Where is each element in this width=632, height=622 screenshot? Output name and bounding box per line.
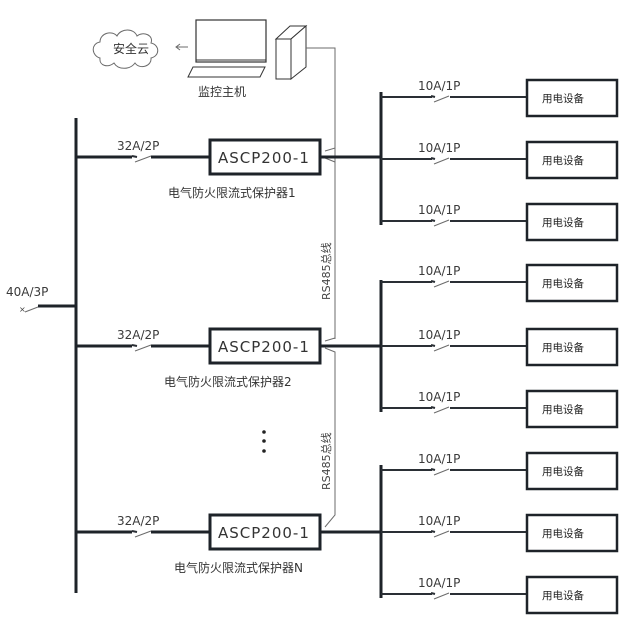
breaker-switch-icon: [433, 219, 450, 227]
device-label: 用电设备: [542, 589, 584, 602]
ellipsis-dots: [262, 430, 266, 453]
main-breaker-label: 40A/3P: [6, 285, 48, 299]
feeder-breaker-label: 32A/2P: [117, 328, 159, 342]
device-box: [525, 327, 619, 367]
svg-text:×: ×: [19, 305, 26, 314]
breaker-contact-icon: [430, 592, 436, 595]
protector-name: 电气防火限流式保护器1: [168, 185, 296, 200]
breaker-switch-icon: [433, 530, 450, 538]
computer-icon: [187, 19, 308, 81]
device-box: [525, 389, 619, 429]
breaker-switch-icon: [433, 592, 450, 600]
device-box: [525, 140, 619, 180]
protector-group: 32A/2PASCP200-1电气防火限流式保护器110A/1P用电设备10A/…: [76, 78, 619, 242]
branch-breaker-label: 10A/1P: [418, 576, 460, 590]
branch-breaker-label: 10A/1P: [418, 203, 460, 217]
branch-circuit: 10A/1P 用电设备: [381, 389, 619, 429]
device-label: 用电设备: [542, 216, 584, 229]
breaker-contact-icon: [131, 530, 138, 533]
branch-circuit: 10A/1P 用电设备: [381, 140, 619, 180]
breaker-contact-icon: [430, 468, 436, 471]
device-label: 用电设备: [542, 465, 584, 478]
device-box: [525, 575, 619, 615]
breaker-contact-icon: [430, 530, 436, 533]
breaker-contact-icon: [430, 95, 436, 98]
device-label: 用电设备: [542, 92, 584, 105]
breaker-contact-icon: [131, 155, 138, 158]
branch-breaker-label: 10A/1P: [418, 328, 460, 342]
device-label: 用电设备: [542, 154, 584, 167]
breaker-contact-icon: [430, 219, 436, 222]
branch-breaker-label: 10A/1P: [418, 141, 460, 155]
breaker-switch-icon: [433, 95, 450, 103]
rs485-bus-line: [306, 47, 336, 528]
branch-breaker-label: 10A/1P: [418, 514, 460, 528]
protector-model: ASCP200-1: [218, 338, 310, 356]
rs485-label-2: RS485总线: [319, 432, 333, 490]
protector-name: 电气防火限流式保护器N: [174, 560, 303, 575]
branch-circuit: 10A/1P 用电设备: [381, 513, 619, 553]
breaker-switch-icon: [134, 344, 152, 352]
branch-breaker-label: 10A/1P: [418, 79, 460, 93]
breaker-switch-icon: [433, 468, 450, 476]
arrow-icon: [175, 43, 188, 51]
branch-breaker-label: 10A/1P: [418, 390, 460, 404]
protector-group: 32A/2PASCP200-1电气防火限流式保护器N10A/1P用电设备10A/…: [76, 451, 619, 615]
device-label: 用电设备: [542, 527, 584, 540]
device-box: [525, 202, 619, 242]
breaker-switch-icon: [433, 406, 450, 414]
device-box: [525, 78, 619, 118]
branch-circuit: 10A/1P 用电设备: [381, 451, 619, 491]
device-label: 用电设备: [542, 403, 584, 416]
protector-group: 32A/2PASCP200-1电气防火限流式保护器210A/1P用电设备10A/…: [76, 263, 619, 429]
main-breaker-icon: ×: [19, 304, 76, 314]
feeder-breaker-label: 32A/2P: [117, 139, 159, 153]
breaker-contact-icon: [430, 157, 436, 160]
branch-circuit: 10A/1P 用电设备: [381, 327, 619, 367]
cloud-icon: [92, 29, 159, 69]
branch-circuit: 10A/1P 用电设备: [381, 202, 619, 242]
breaker-contact-icon: [430, 280, 436, 283]
breaker-contact-icon: [430, 406, 436, 409]
protector-model: ASCP200-1: [218, 149, 310, 167]
device-label: 用电设备: [542, 341, 584, 354]
breaker-switch-icon: [433, 280, 450, 288]
device-box: [525, 513, 619, 553]
protector-model: ASCP200-1: [218, 524, 310, 542]
cloud-label: 安全云: [113, 41, 149, 56]
device-box: [525, 263, 619, 303]
branch-circuit: 10A/1P 用电设备: [381, 78, 619, 118]
breaker-contact-icon: [430, 344, 436, 347]
device-label: 用电设备: [542, 277, 584, 290]
breaker-switch-icon: [134, 155, 152, 163]
rs485-label-1: RS485总线: [319, 242, 333, 300]
breaker-switch-icon: [433, 157, 450, 165]
branch-breaker-label: 10A/1P: [418, 452, 460, 466]
breaker-switch-icon: [134, 530, 152, 538]
feeder-breaker-label: 32A/2P: [117, 514, 159, 528]
branch-circuit: 10A/1P 用电设备: [381, 263, 619, 303]
device-box: [525, 451, 619, 491]
breaker-contact-icon: [131, 344, 138, 347]
protector-name: 电气防火限流式保护器2: [164, 374, 292, 389]
branch-breaker-label: 10A/1P: [418, 264, 460, 278]
breaker-switch-icon: [433, 344, 450, 352]
protector-box: [208, 513, 322, 551]
branch-circuit: 10A/1P 用电设备: [381, 575, 619, 615]
host-label: 监控主机: [198, 85, 246, 99]
